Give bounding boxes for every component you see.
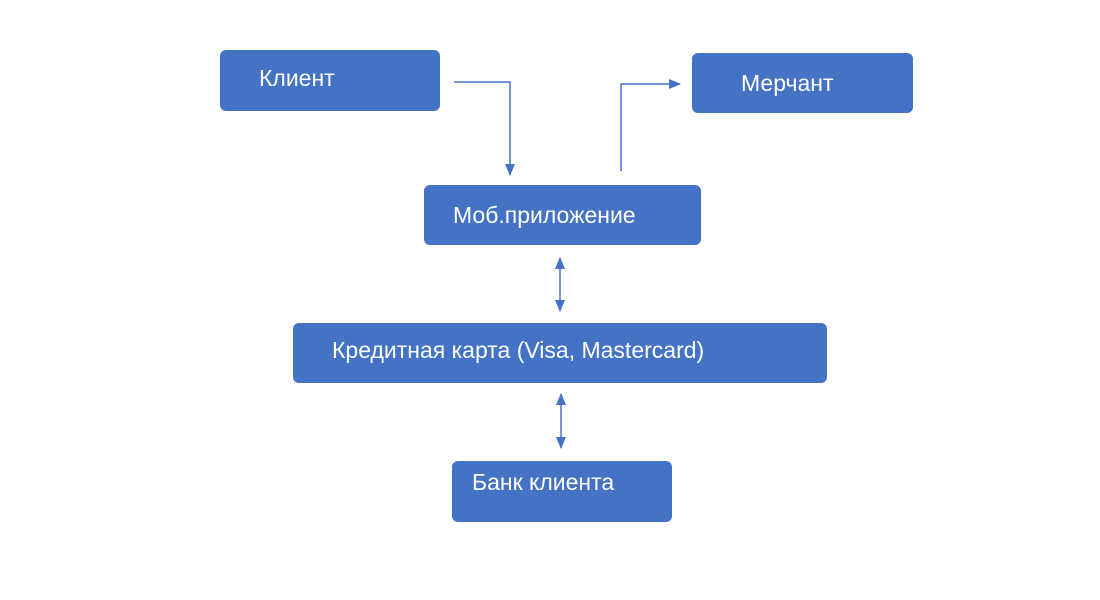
node-credit-card-label: Кредитная карта (Visa, Mastercard) — [332, 336, 705, 363]
edge-client-to-app — [454, 81, 515, 176]
node-merchant-label: Мерчант — [741, 69, 834, 96]
node-client: Клиент — [220, 50, 440, 111]
node-mobile-app: Моб.приложение — [424, 185, 701, 245]
node-mobile-app-label: Моб.приложение — [453, 201, 636, 228]
edge-app-to-merchant — [620, 79, 681, 171]
node-client-label: Клиент — [259, 65, 335, 91]
node-credit-card: Кредитная карта (Visa, Mastercard) — [293, 323, 827, 383]
node-client-bank-label: Банк клиента — [472, 469, 615, 495]
node-client-bank: Банк клиента — [452, 461, 672, 522]
node-merchant: Мерчант — [692, 53, 913, 113]
